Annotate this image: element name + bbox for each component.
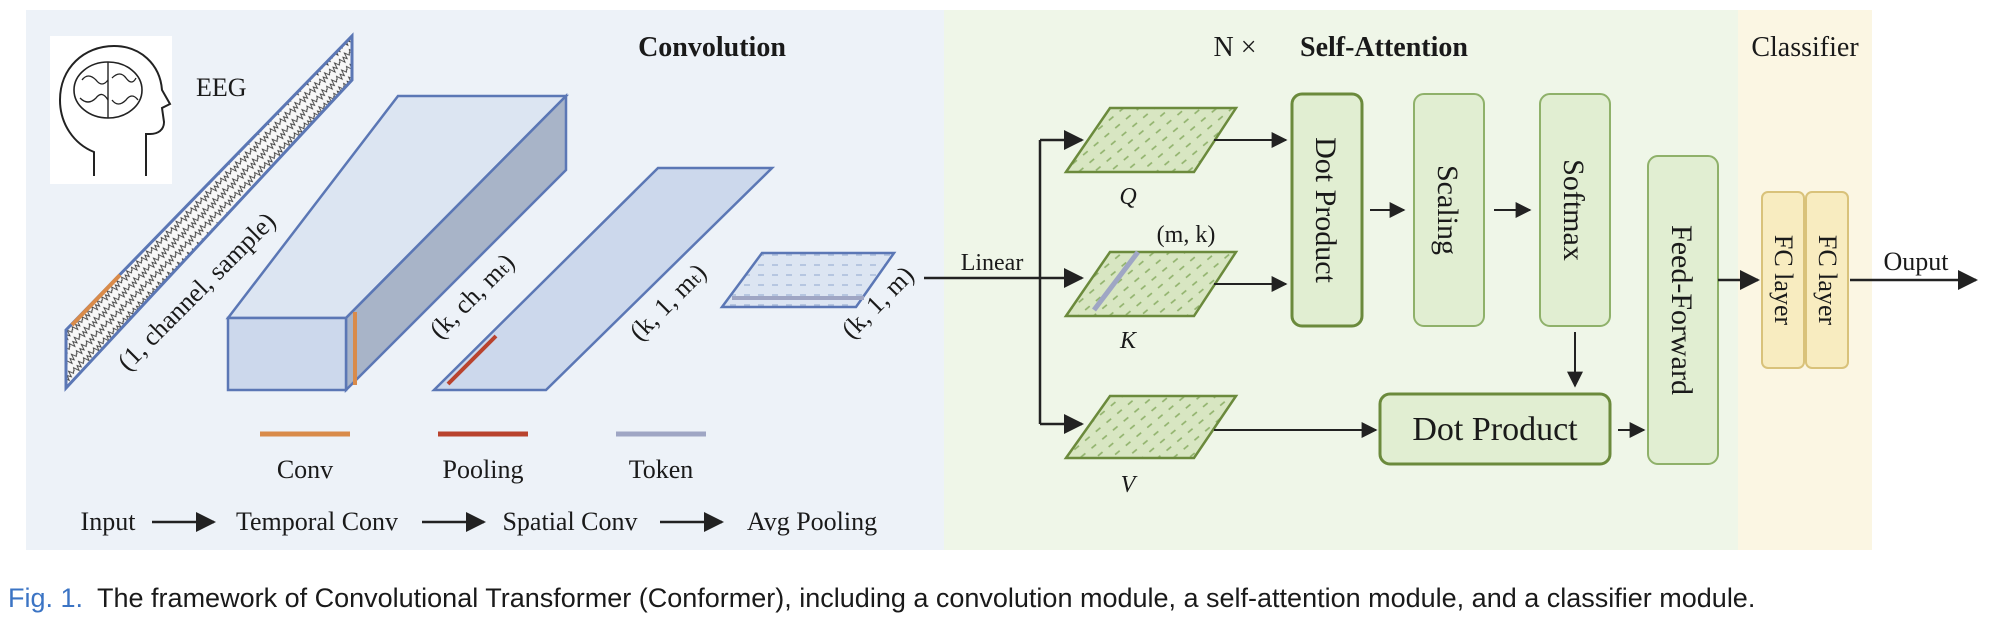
figure-caption: Fig. 1. The framework of Convolutional Tr… bbox=[8, 583, 1998, 614]
eeg-input-slab bbox=[64, 32, 354, 392]
self-attention-title: Self-Attention bbox=[1300, 32, 1468, 63]
pipeline-input: Input bbox=[81, 507, 137, 536]
v-matrix bbox=[1063, 394, 1239, 460]
fc-layer-2-label: FC layer bbox=[1813, 235, 1842, 326]
q-matrix bbox=[1063, 106, 1239, 174]
softmax-label: Softmax bbox=[1557, 159, 1590, 261]
pipeline-avg-pooling: Avg Pooling bbox=[747, 507, 877, 536]
output-label: Ouput bbox=[1884, 247, 1950, 276]
dot-product-1-label: Dot Product bbox=[1309, 137, 1342, 283]
avg-pooling-token-plane bbox=[719, 251, 897, 309]
pipeline-spatial-conv: Spatial Conv bbox=[502, 507, 637, 536]
dot-product-2-box bbox=[1378, 392, 1612, 466]
scaling-box bbox=[1413, 93, 1485, 327]
legend-pooling-label: Pooling bbox=[443, 455, 524, 484]
eeg-label: EEG bbox=[196, 73, 247, 102]
pipeline-temporal-conv: Temporal Conv bbox=[236, 507, 398, 536]
dot-product-2-label: Dot Product bbox=[1412, 411, 1578, 448]
k-matrix bbox=[1063, 250, 1239, 318]
fc-layer-1-box bbox=[1761, 191, 1805, 369]
q-label: Q bbox=[1119, 184, 1136, 210]
k-label: K bbox=[1119, 328, 1138, 354]
classifier-title: Classifier bbox=[1751, 32, 1859, 63]
legend-token-label: Token bbox=[629, 455, 694, 484]
dot-product-1-box bbox=[1290, 92, 1364, 328]
softmax-box bbox=[1539, 93, 1611, 327]
fc-layer-2-box bbox=[1805, 191, 1849, 369]
legend-conv-label: Conv bbox=[277, 455, 333, 484]
v-label: V bbox=[1121, 472, 1138, 498]
figure-caption-text: The framework of Convolutional Transform… bbox=[97, 583, 1756, 613]
spatial-conv-plane bbox=[430, 166, 776, 392]
convolution-title: Convolution bbox=[638, 32, 786, 63]
head-with-brain-icon bbox=[50, 36, 172, 184]
temporal-conv-block bbox=[225, 92, 569, 394]
linear-label: Linear bbox=[961, 250, 1024, 276]
k-dims-label: (m, k) bbox=[1157, 222, 1216, 248]
scaling-label: Scaling bbox=[1431, 165, 1464, 255]
feed-forward-label: Feed-Forward bbox=[1665, 225, 1698, 395]
figure-caption-label: Fig. 1. bbox=[8, 583, 84, 613]
feed-forward-box bbox=[1647, 155, 1719, 465]
n-times-label: N × bbox=[1213, 32, 1256, 63]
fc-layer-1-label: FC layer bbox=[1769, 235, 1798, 326]
